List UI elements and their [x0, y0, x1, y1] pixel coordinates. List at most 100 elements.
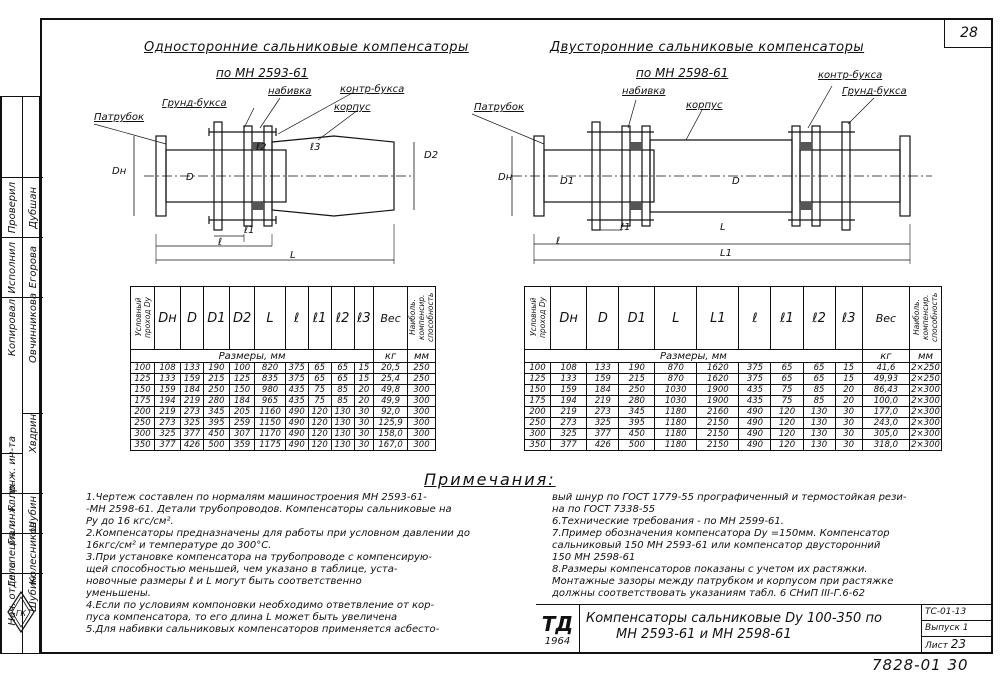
table-header-cell: L — [654, 286, 698, 350]
table-cell: 375 — [738, 362, 772, 374]
table-cell: 1620 — [696, 373, 740, 385]
table-cell: 184 — [586, 384, 620, 396]
table-cell: 49,93 — [861, 373, 911, 385]
table-cell: 41,6 — [861, 362, 911, 374]
drawing-frame — [40, 18, 993, 654]
table-cell: 20 — [834, 395, 863, 407]
note-line: новочные размеры ℓ и L могут быть соотве… — [86, 576, 362, 587]
table-cell: 120 — [307, 439, 332, 451]
table-cell: 305,0 — [861, 428, 911, 440]
table-header-cell: ℓ3 — [353, 286, 375, 350]
units-label: Размеры, мм — [129, 349, 375, 363]
right-dimensions-table: Условный проход Dу Dн D D1 L L1 ℓ ℓ1 ℓ2 … — [524, 286, 942, 451]
table-header-cell: Условный проход Dу — [130, 286, 155, 350]
table-cell: 280 — [203, 395, 230, 407]
table-cell: 219 — [153, 406, 182, 418]
table-cell: 108 — [153, 362, 182, 374]
note-line: Монтажные зазоры между патрубком и корпу… — [552, 576, 894, 587]
table-cell: 835 — [254, 373, 286, 385]
left-body-label: корпус — [334, 102, 371, 113]
table-cell: 377 — [153, 439, 182, 451]
table-header-cell: ℓ2 — [802, 286, 836, 350]
table-cell: 250 — [407, 362, 436, 374]
gk-stamp-icon: ГК — [7, 590, 35, 634]
table-cell: 2×300 — [909, 428, 942, 440]
table-cell: 30 — [353, 406, 375, 418]
left-d-label: D — [186, 172, 194, 183]
right-counter-bush-label: контр-букса — [818, 70, 883, 81]
table-cell: 184 — [228, 395, 256, 407]
table-cell: 130 — [802, 417, 836, 429]
table-cell: 75 — [307, 384, 332, 396]
table-cell: 65 — [770, 373, 804, 385]
table-cell: 318,0 — [861, 439, 911, 451]
table-cell: 350 — [524, 439, 551, 451]
table-cell: 65 — [330, 362, 355, 374]
table-cell: 120 — [770, 406, 804, 418]
table-header-cell: Dн — [549, 286, 588, 350]
table-cell: 194 — [549, 395, 588, 407]
note-line: щей способностью меньшей, чем указано в … — [86, 564, 398, 575]
table-cell: 345 — [618, 406, 656, 418]
table-cell: 120 — [770, 439, 804, 451]
left-l3-label: ℓ3 — [310, 142, 321, 153]
table-cell: 130 — [330, 417, 355, 429]
table-cell: 20 — [353, 384, 375, 396]
table-cell: 1900 — [696, 395, 740, 407]
note-line: пуса компенсатора, то его длина L может … — [86, 612, 398, 623]
name-label: Егорова — [27, 246, 39, 289]
left-l1-label: ℓ1 — [244, 225, 255, 236]
table-cell: 85 — [330, 395, 355, 407]
name-label: Дубшан — [27, 186, 39, 229]
units-label: Размеры, мм — [524, 349, 863, 363]
table-cell: 159 — [153, 384, 182, 396]
table-cell: 190 — [203, 362, 230, 374]
note-line: 2.Компенсаторы предназначены для работы … — [86, 528, 470, 539]
units-comp: мм — [407, 349, 436, 363]
table-cell: 85 — [802, 384, 836, 396]
table-cell: 377 — [549, 439, 588, 451]
table-cell: 150 — [130, 384, 155, 396]
table-cell: 65 — [307, 373, 332, 385]
note-line: должны соответствовать указаниям табл. 6… — [552, 588, 866, 599]
table-cell: 30 — [834, 428, 863, 440]
table-cell: 375 — [284, 362, 309, 374]
table-cell: 980 — [254, 384, 286, 396]
table-header-row: Условный проход Dу Dн D D1 L L1 ℓ ℓ1 ℓ2 … — [524, 286, 942, 350]
table-cell: 300 — [407, 406, 436, 418]
left-ground-bush-label: Грунд-букса — [162, 98, 227, 109]
table-cell: 375 — [738, 373, 772, 385]
table-cell: 125 — [524, 373, 551, 385]
table-header-cell: ℓ — [738, 286, 772, 350]
table-cell: 75 — [770, 395, 804, 407]
note-line: 7.Пример обозначения компенсатора Dу =15… — [552, 528, 890, 539]
table-cell: 2×250 — [909, 373, 942, 385]
table-cell: 300 — [524, 428, 551, 440]
note-line: 16кгс/см² и температуре до 300°С. — [86, 540, 272, 551]
table-cell: 820 — [254, 362, 286, 374]
note-line: уменьшены. — [86, 588, 151, 599]
table-cell: 1620 — [696, 362, 740, 374]
table-cell: 450 — [203, 428, 230, 440]
table-cell: 2×300 — [909, 384, 942, 396]
table-cell: 273 — [586, 406, 620, 418]
left-bigl-label: L — [290, 250, 296, 261]
role-label: Копировал — [6, 298, 18, 357]
issue-label: Выпуск 1 — [922, 621, 993, 637]
table-cell: 30 — [353, 428, 375, 440]
table-cell: 125 — [130, 373, 155, 385]
table-cell: 490 — [738, 428, 772, 440]
table-cell: 325 — [153, 428, 182, 440]
table-cell: 426 — [586, 439, 620, 451]
table-cell: 490 — [284, 406, 309, 418]
table-cell: 133 — [549, 373, 588, 385]
table-cell: 15 — [353, 362, 375, 374]
right-l-label: ℓ — [556, 236, 561, 247]
table-cell: 175 — [130, 395, 155, 407]
table-header-cell: ℓ2 — [330, 286, 355, 350]
